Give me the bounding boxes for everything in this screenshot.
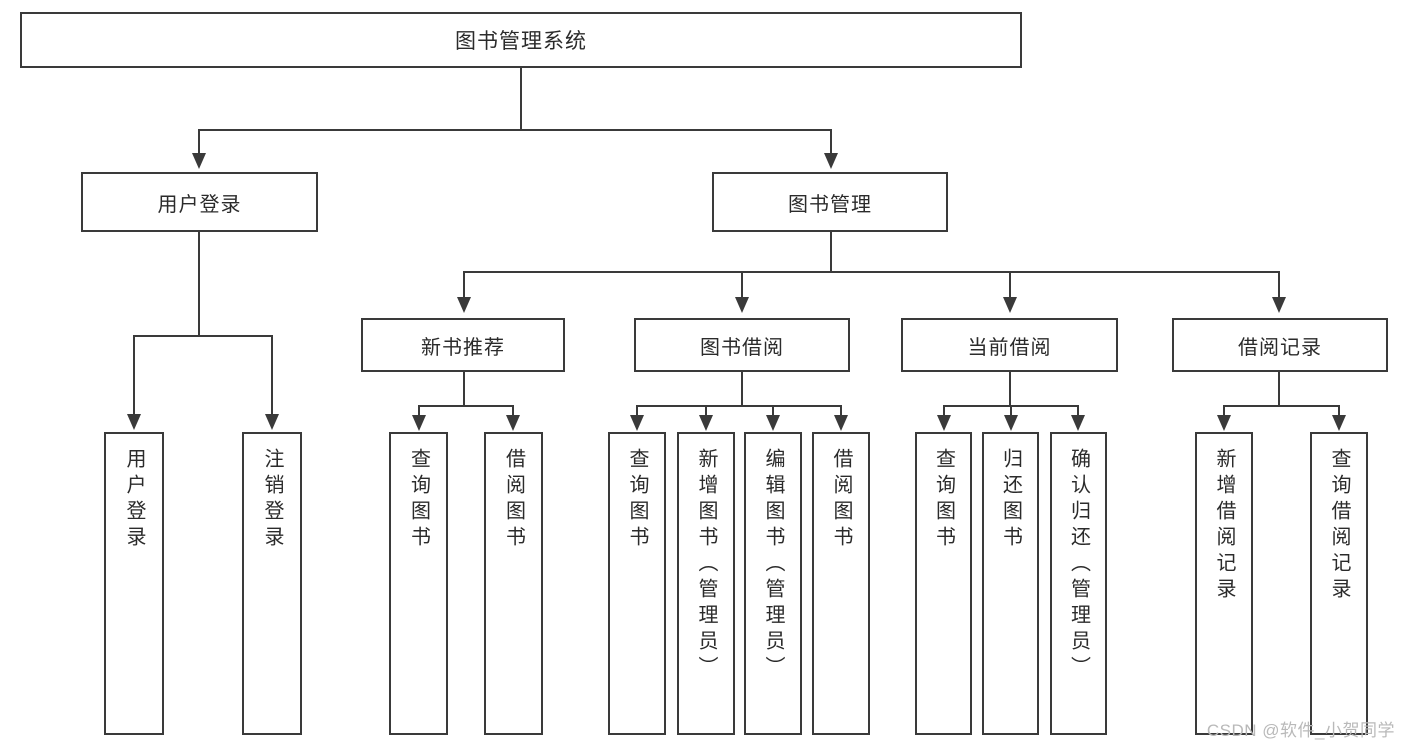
arrowhead-user-login-to-leaf-2 (265, 414, 279, 430)
node-user-login[interactable]: 用户登录 (81, 172, 318, 232)
arrowhead-to-new-book (457, 297, 471, 313)
connector-to-new-book (463, 271, 465, 299)
connector-user-login-stem (198, 232, 200, 336)
leaf-new-book-borrow[interactable]: 借阅图书 (484, 432, 543, 735)
node-book-management[interactable]: 图书管理 (712, 172, 948, 232)
arrowhead-current-borrow-to-leaf-3 (1071, 415, 1085, 431)
node-label: 用户登录 (123, 448, 145, 552)
node-book-borrow[interactable]: 图书借阅 (634, 318, 850, 372)
watermark: CSDN @软件_小贺同学 (1206, 721, 1395, 740)
node-label: 查询借阅记录 (1328, 448, 1350, 604)
leaf-borrow-book-borrow[interactable]: 借阅图书 (812, 432, 870, 735)
node-label: 编辑图书（管理员） (762, 448, 784, 682)
connector-current-borrow-to-leaf-2 (1010, 405, 1012, 417)
connector-borrow-book-bar (636, 405, 841, 407)
node-label: 用户登录 (157, 193, 242, 216)
node-label: 查询图书 (932, 448, 955, 552)
arrowhead-to-current-borrow (1003, 297, 1017, 313)
arrowhead-borrow-book-to-leaf-1 (630, 415, 644, 431)
connector-current-borrow-stem (1009, 372, 1011, 406)
arrowhead-borrow-book-to-leaf-2 (699, 415, 713, 431)
connector-to-current-borrow (1009, 271, 1011, 299)
leaf-borrow-record-query[interactable]: 查询借阅记录 (1310, 432, 1368, 735)
node-label: 借阅图书 (830, 448, 852, 552)
connector-borrow-record-stem (1278, 372, 1280, 406)
connector-new-book-bar (418, 405, 514, 407)
connector-borrow-record-bar (1223, 405, 1340, 407)
leaf-borrow-book-query[interactable]: 查询图书 (608, 432, 666, 735)
connector-new-book-to-leaf-2 (512, 405, 514, 417)
connector-borrow-book-to-leaf-4 (840, 405, 842, 417)
connector-root-to-user-login (198, 129, 200, 155)
connector-user-login-to-leaf-1 (133, 335, 135, 415)
leaf-borrow-record-add[interactable]: 新增借阅记录 (1195, 432, 1253, 735)
connector-borrow-record-to-leaf-1 (1223, 405, 1225, 417)
leaf-new-book-query[interactable]: 查询图书 (389, 432, 448, 735)
node-label: 借阅图书 (502, 448, 525, 552)
connector-current-borrow-to-leaf-1 (943, 405, 945, 417)
leaf-borrow-book-add-admin[interactable]: 新增图书（管理员） (677, 432, 735, 735)
node-label: 当前借阅 (967, 336, 1052, 359)
connector-borrow-book-stem (741, 372, 743, 406)
node-label: 图书管理 (788, 193, 872, 216)
node-borrow-record[interactable]: 借阅记录 (1172, 318, 1388, 372)
leaf-borrow-book-edit-admin[interactable]: 编辑图书（管理员） (744, 432, 802, 735)
node-root-book-management-system[interactable]: 图书管理系统 (20, 12, 1022, 68)
leaf-user-login-login[interactable]: 用户登录 (104, 432, 164, 735)
arrowhead-user-login-to-leaf-1 (127, 414, 141, 430)
node-label: 借阅记录 (1238, 336, 1322, 359)
leaf-current-borrow-return[interactable]: 归还图书 (982, 432, 1039, 735)
node-label: 图书借阅 (700, 336, 784, 359)
connector-new-book-to-leaf-1 (418, 405, 420, 417)
connector-borrow-book-to-leaf-2 (705, 405, 707, 417)
node-label: 查询图书 (626, 448, 648, 552)
connector-borrow-record-to-leaf-2 (1338, 405, 1340, 417)
connector-book-management-stem (830, 232, 832, 272)
connector-to-borrow-record (1278, 271, 1280, 299)
connector-user-login-bar (133, 335, 271, 337)
connector-root-stem (520, 68, 522, 130)
arrowhead-new-book-to-leaf-1 (412, 415, 426, 431)
connector-borrow-book-to-leaf-3 (772, 405, 774, 417)
arrowhead-root-to-book-management (824, 153, 838, 169)
leaf-current-borrow-query[interactable]: 查询图书 (915, 432, 972, 735)
node-new-book-recommend[interactable]: 新书推荐 (361, 318, 565, 372)
connector-to-borrow-book (741, 271, 743, 299)
arrowhead-current-borrow-to-leaf-2 (1004, 415, 1018, 431)
arrowhead-borrow-record-to-leaf-1 (1217, 415, 1231, 431)
node-current-borrow[interactable]: 当前借阅 (901, 318, 1118, 372)
connector-level2-bar (463, 271, 1280, 273)
arrowhead-to-borrow-book (735, 297, 749, 313)
node-label: 注销登录 (261, 448, 283, 552)
arrowhead-borrow-book-to-leaf-4 (834, 415, 848, 431)
node-label: 查询图书 (407, 448, 430, 552)
node-label: 确认归还（管理员） (1067, 448, 1090, 682)
leaf-user-login-logout[interactable]: 注销登录 (242, 432, 302, 735)
arrowhead-to-borrow-record (1272, 297, 1286, 313)
arrowhead-root-to-user-login (192, 153, 206, 169)
node-label: 新增借阅记录 (1213, 448, 1235, 604)
connector-new-book-stem (463, 372, 465, 406)
connector-user-login-to-leaf-2 (271, 335, 273, 415)
node-label: 图书管理系统 (455, 30, 587, 53)
connector-root-bar (198, 129, 832, 131)
arrowhead-current-borrow-to-leaf-1 (937, 415, 951, 431)
connector-borrow-book-to-leaf-1 (636, 405, 638, 417)
node-label: 新书推荐 (421, 336, 505, 359)
leaf-current-borrow-confirm-admin[interactable]: 确认归还（管理员） (1050, 432, 1107, 735)
node-label: 归还图书 (999, 448, 1022, 552)
arrowhead-borrow-record-to-leaf-2 (1332, 415, 1346, 431)
node-label: 新增图书（管理员） (695, 448, 717, 682)
connector-current-borrow-to-leaf-3 (1077, 405, 1079, 417)
arrowhead-borrow-book-to-leaf-3 (766, 415, 780, 431)
connector-root-to-book-management (830, 129, 832, 155)
arrowhead-new-book-to-leaf-2 (506, 415, 520, 431)
